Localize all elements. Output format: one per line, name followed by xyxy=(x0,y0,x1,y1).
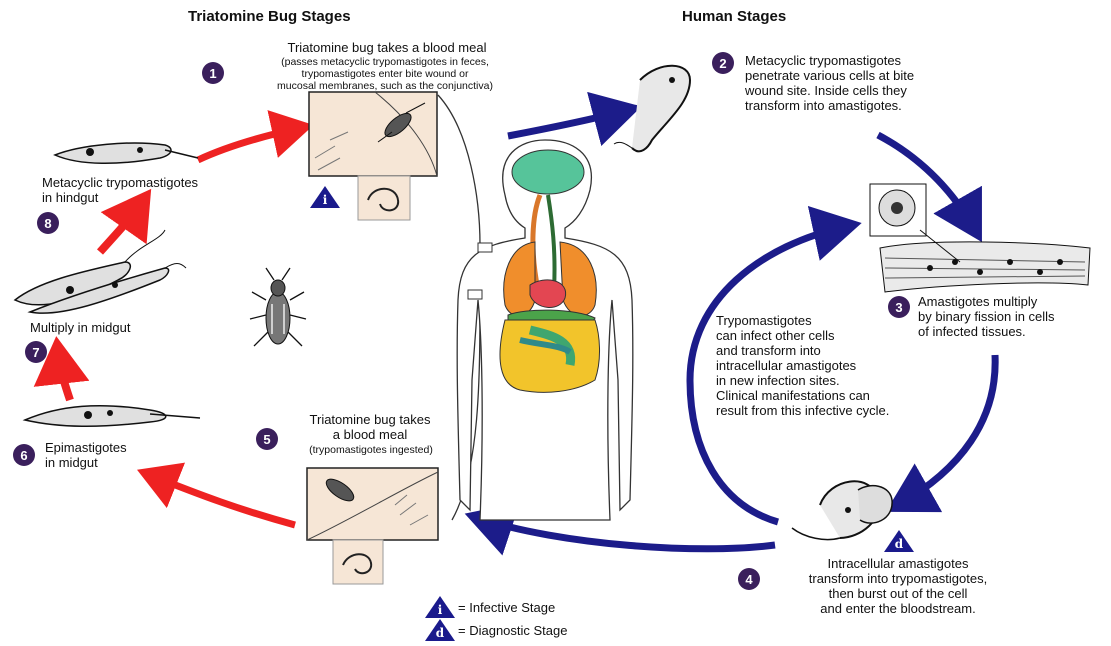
diagnostic-stage-marker-icon: d xyxy=(884,530,914,552)
stage-1-title: Triatomine bug takes a blood meal xyxy=(237,40,537,55)
arrow-1-to-2 xyxy=(508,110,628,136)
dividing-epimastigotes-7 xyxy=(15,230,186,313)
epimastigote-6 xyxy=(25,406,200,427)
arrow-5-to-6 xyxy=(150,475,295,525)
stage-2-badge: 2 xyxy=(712,52,734,74)
arrow-8-to-1 xyxy=(198,128,300,160)
stage-4-description: Intracellular amastigotes transform into… xyxy=(778,556,1018,616)
stage-5-detail: (trypomastigotes ingested) xyxy=(286,444,456,456)
bursting-trypomastigotes-4 xyxy=(792,481,892,539)
stage-1-details: (passes metacyclic trypomastigotes in fe… xyxy=(220,56,550,92)
parasite-inset-5 xyxy=(333,540,383,584)
stage-3-description: Amastigotes multiply by binary fission i… xyxy=(918,294,1055,339)
stage-6-description: Epimastigotes in midgut xyxy=(45,440,127,470)
metacyclic-trypomastigote-8 xyxy=(55,143,198,163)
stage-8-badge: 8 xyxy=(37,212,59,234)
human-body-figure xyxy=(457,140,633,520)
stage-5-badge: 5 xyxy=(256,428,278,450)
arrow-4-to-5 xyxy=(478,518,775,549)
inner-cycle-description: Trypomastigotes can infect other cells a… xyxy=(716,313,889,418)
arrow-7-to-8 xyxy=(100,202,142,252)
stage-3-badge: 3 xyxy=(888,296,910,318)
stage-6-badge: 6 xyxy=(13,444,35,466)
bug-feeding-inset-5 xyxy=(307,468,438,540)
parasite-inset-1 xyxy=(358,176,410,220)
stage-8-description: Metacyclic trypomastigotes in hindgut xyxy=(42,175,198,205)
bug-feeding-inset-1 xyxy=(309,92,437,176)
arrow-3-to-4 xyxy=(898,355,995,505)
bug-stages-header: Triatomine Bug Stages xyxy=(188,8,351,25)
infected-tissue-3 xyxy=(870,184,1090,292)
stage-7-description: Multiply in midgut xyxy=(30,320,130,335)
legend-infective-label: = Infective Stage xyxy=(458,600,555,615)
triatomine-bug-illustration xyxy=(250,268,306,346)
stage-7-badge: 7 xyxy=(25,341,47,363)
stage-5-description: Triatomine bug takes a blood meal xyxy=(290,412,450,442)
stage-2-description: Metacyclic trypomastigotes penetrate var… xyxy=(745,53,914,113)
arrow-6-to-7 xyxy=(58,352,70,400)
infective-stage-marker-icon: i xyxy=(310,186,340,208)
legend-diagnostic-icon: d xyxy=(425,619,455,641)
human-stages-header: Human Stages xyxy=(682,8,786,25)
legend-infective-icon: i xyxy=(425,596,455,618)
stage-4-badge: 4 xyxy=(738,568,760,590)
legend-diagnostic-label: = Diagnostic Stage xyxy=(458,623,567,638)
